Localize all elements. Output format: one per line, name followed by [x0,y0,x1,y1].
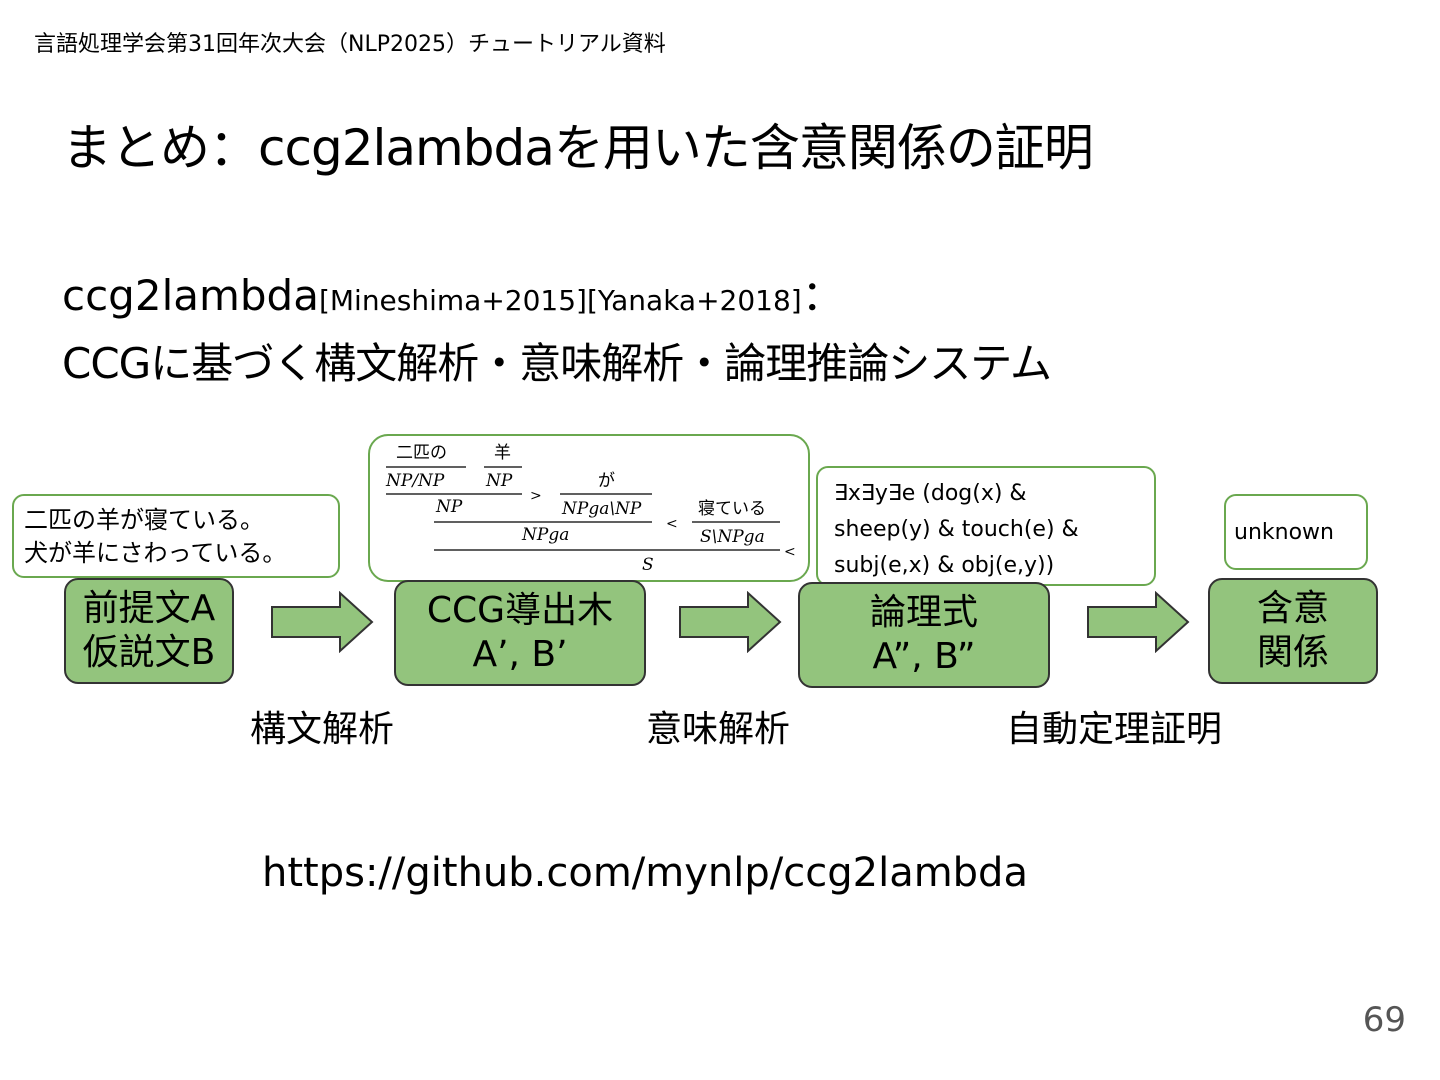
cat-s: S [642,555,654,575]
step-semantic-parsing: 意味解析 [646,709,791,750]
intro-line: ccg2lambda[Mineshima+2015][Yanaka+2018]： [62,262,844,323]
rule-forward: > [530,488,542,504]
cat-s-npga: S\NPga [700,527,765,547]
result-bubble: unknown [1224,494,1368,570]
formula-bubble: ∃x∃y∃e (dog(x) & sheep(y) & touch(e) & s… [816,466,1156,586]
box-label: 含意 [1256,588,1329,629]
slide-header: 言語処理学会第31回年次大会（NLP2025）チュートリアル資料 [34,32,666,57]
formula-line: subj(e,x) & obj(e,y)) [834,553,1055,578]
cat-np: NP [485,471,513,491]
right-arrow-icon [1087,591,1190,653]
ccg-tree-box: CCG導出木 A’, B’ [394,580,646,686]
rule-backward-2: < [784,544,796,560]
slide-title: まとめ：ccg2lambdaを用いた含意関係の証明 [62,119,1094,177]
step-syntactic-parsing: 構文解析 [250,709,395,750]
box-label: 関係 [1256,632,1329,673]
page-number: 69 [1362,1000,1406,1040]
intro-colon: ： [801,271,844,320]
system-name: ccg2lambda [62,271,319,320]
citations: [Mineshima+2015][Yanaka+2018] [318,284,802,317]
formula-line: sheep(y) & touch(e) & [834,517,1079,542]
cat-npga-np: NPga\NP [561,499,642,519]
box-label: 仮説文B [82,632,216,673]
rule-backward-1: < [666,516,678,532]
github-url: https://github.com/mynlp/ccg2lambda [262,850,1028,896]
logical-formula-box: 論理式 A”, B” [798,582,1050,688]
right-arrow-icon [271,591,374,653]
word-hitsuji: 羊 [494,443,511,463]
entailment-box: 含意 関係 [1208,578,1378,684]
box-label: 論理式 [869,592,978,633]
box-label: 前提文A [82,588,216,629]
word-ga: が [598,471,615,491]
box-label: A”, B” [872,636,976,677]
formula-line: ∃x∃y∃e (dog(x) & [834,481,1027,506]
cat-np-result: NP [435,497,463,517]
system-description: CCGに基づく構文解析・意味解析・論理推論システム [62,339,1052,388]
input-sentences-box: 前提文A 仮説文B [64,578,234,684]
result-label: unknown [1234,520,1334,545]
premise-sentence: 二匹の羊が寝ている。 [24,506,264,534]
cat-np-np: NP/NP [385,471,445,491]
right-arrow-icon [679,591,782,653]
ccg-derivation-tree: 二匹の NP/NP 羊 NP > NP が NPga\NP < NPga 寝てい… [385,443,796,575]
step-theorem-proving: 自動定理証明 [1006,709,1223,750]
sentences-bubble: 二匹の羊が寝ている。 犬が羊にさわっている。 [12,494,340,578]
hypothesis-sentence: 犬が羊にさわっている。 [24,539,287,567]
word-nihiki: 二匹の [396,443,447,463]
word-neteiru: 寝ている [698,498,766,519]
box-label: A’, B’ [472,634,568,675]
derivation-bubble [368,434,810,582]
box-label: CCG導出木 [426,590,614,631]
cat-npga: NPga [521,525,569,545]
